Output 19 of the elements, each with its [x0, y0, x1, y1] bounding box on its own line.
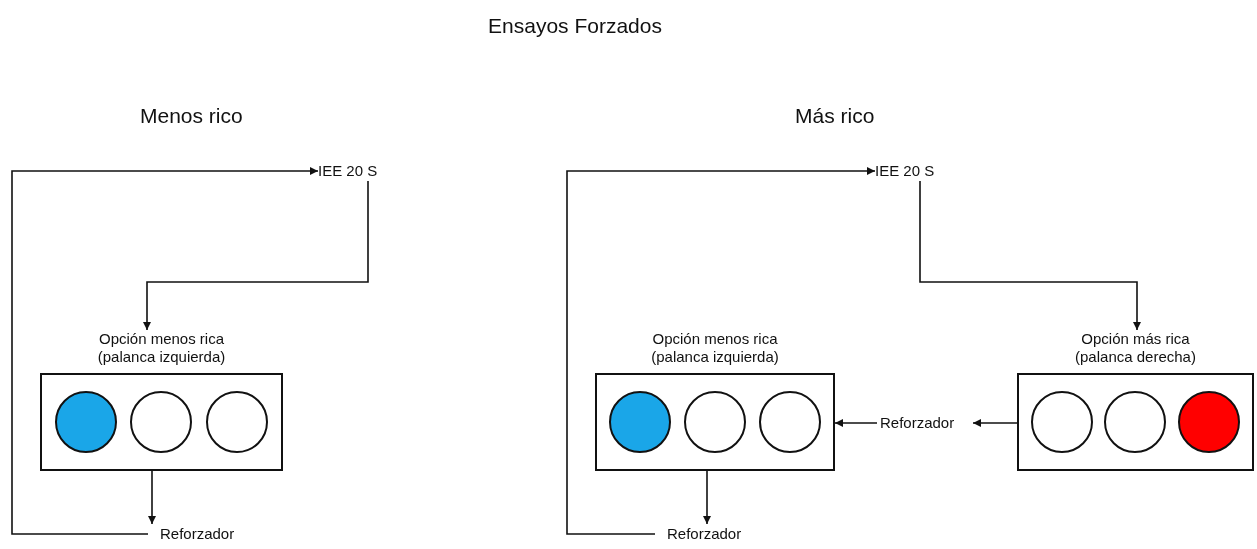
arrow — [919, 180, 1141, 331]
node-text: Reforzador — [148, 524, 240, 544]
arrow — [834, 419, 878, 427]
arrow — [143, 180, 369, 331]
option-label: Opción menos rica (palanca izquierda) — [96, 330, 227, 367]
node-text: Reforzador — [877, 413, 973, 433]
node-text: IEE 20 S — [318, 161, 384, 181]
arrow — [703, 470, 711, 525]
section-heading: Más rico — [795, 104, 875, 128]
arrow — [148, 470, 156, 525]
arrow — [566, 167, 876, 535]
option-label: Opción menos rica (palanca izquierda) — [650, 330, 780, 367]
section-heading: Menos rico — [140, 104, 243, 128]
diagram-title: Ensayos Forzados — [487, 14, 663, 38]
node-text: Reforzador — [655, 524, 747, 544]
node-text: IEE 20 S — [875, 161, 941, 181]
arrow — [11, 167, 319, 535]
option-label: Opción más rica (palanca derecha) — [1074, 330, 1197, 367]
arrow — [972, 419, 1018, 427]
